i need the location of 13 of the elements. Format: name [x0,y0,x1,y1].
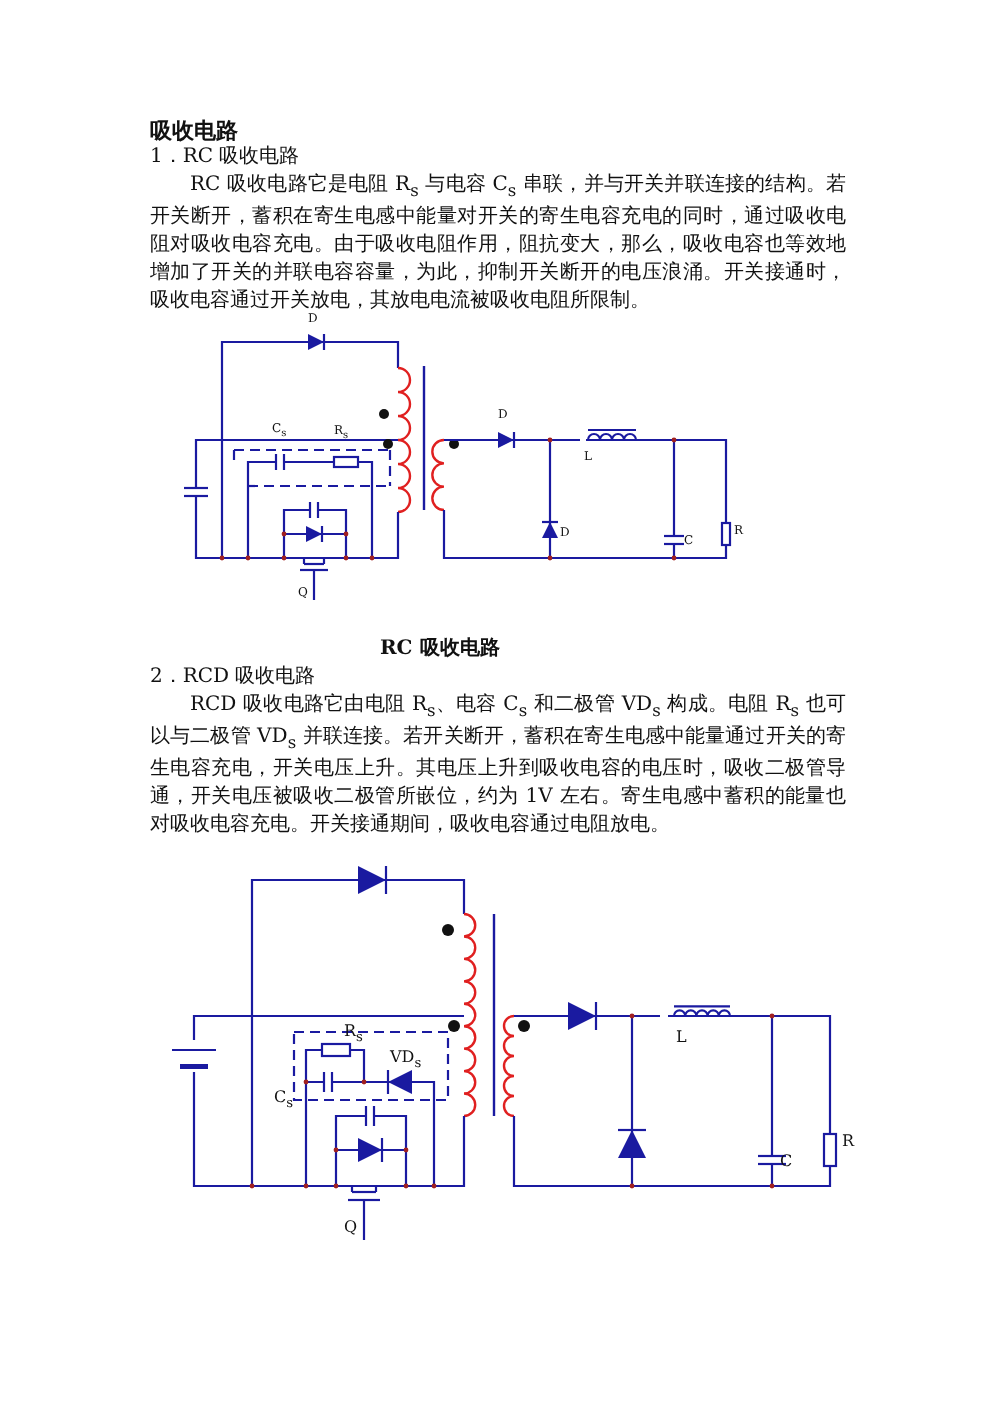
component-label: R$_{s}$ [344,1022,363,1048]
figure-caption: RC 吸收电路 [380,636,500,664]
component-label: C [780,1152,793,1170]
component-label: L [676,1028,687,1046]
component-label: Q [344,1218,358,1236]
section-heading: 1．RC 吸收电路 [150,144,300,172]
title: 吸收电路 [150,118,238,146]
component-label: VD$_{s}$ [390,1048,422,1074]
paragraph: RC 吸收电路它是电阻 R$_{s}$ 与电容 C$_{s}$ 串联，并与开关并联连接的结构。若开关断开，蓄积在寄生电感中能量对开关的寄生电容充电的同时，通过吸收电阻对吸收电容充电。由于吸收电阻作用，阻抗变大，那么，吸收电容也等效地增加了开关的并联电容容量，为此，抑制开关断开的电压浪涌。开关接通时，吸收电容通过开关放电，其放电电流被吸收电阻所限制。 [150,172,846,313]
component-label: C$_{s}$ [274,1088,294,1114]
component-label: R [842,1132,855,1150]
section-heading: 2．RCD 吸收电路 [150,664,316,692]
paragraph: RCD 吸收电路它由电阻 R$_{s}$、电容 C$_{s}$ 和二极管 VD$_{s}$ 构成。电阻 R$_{s}$ 也可以与二极管 VD$_{s}$ 并联连接。若开关断开，蓄积在寄生电感中能量通过开关的寄生电容充电，开关电压上升。其电压上升到吸收电容的电压时，吸收二极管导通，开关电压被吸收二极管所嵌位，约为 1V 左右。寄生电感中蓄积的能量也对吸收电容充电。开关接通期间，吸收电容通过电阻放电。 [150,692,846,840]
